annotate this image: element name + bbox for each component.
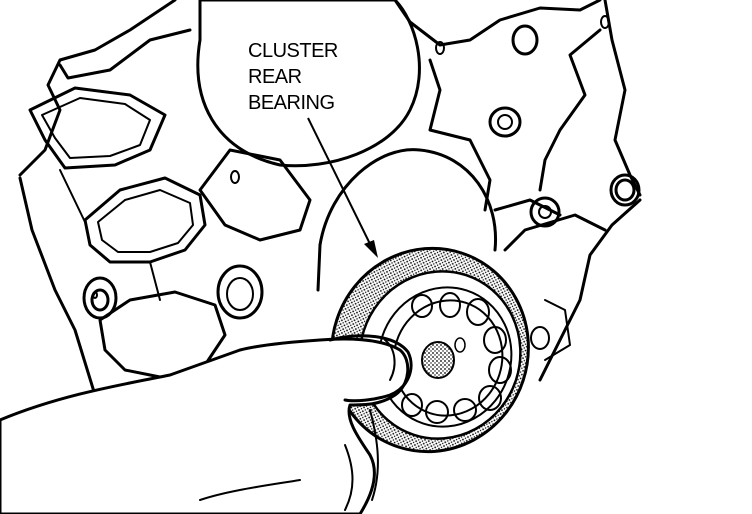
- bolt-bosses: [82, 15, 641, 350]
- callout-line-2: REAR: [248, 66, 302, 88]
- case-oval-recess: [196, 0, 421, 168]
- hand: [0, 334, 413, 514]
- bearing-rollers: [401, 292, 512, 424]
- callout-label: CLUSTER REAR BEARING: [248, 38, 338, 116]
- callout-leader-arrow: [307, 117, 378, 258]
- callout-line-1: CLUSTER: [248, 40, 338, 62]
- bearing-bore: [316, 148, 498, 292]
- case-housing: [18, 0, 642, 397]
- callout-line-3: BEARING: [248, 92, 335, 114]
- case-pockets: [28, 86, 312, 380]
